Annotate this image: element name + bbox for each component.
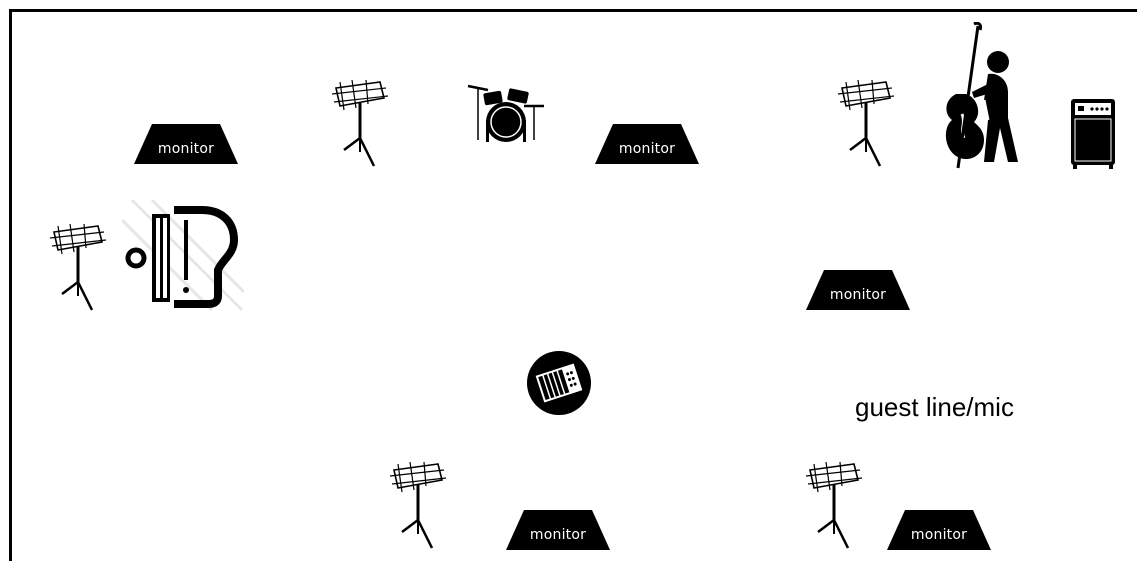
- monitor-wedge: monitor: [506, 510, 610, 550]
- grand-piano-icon: [122, 200, 244, 312]
- music-stand-icon: [388, 462, 448, 552]
- music-stand-icon: [330, 80, 390, 170]
- upright-bass-player-icon: [938, 22, 1030, 170]
- guitar-amp-icon: [1070, 98, 1116, 170]
- drum-kit-icon: [466, 80, 546, 144]
- monitor-wedge: monitor: [887, 510, 991, 550]
- monitor-wedge: monitor: [595, 124, 699, 164]
- monitor-label: monitor: [134, 141, 238, 157]
- monitor-label: monitor: [887, 527, 991, 543]
- accordion-icon: [526, 350, 592, 416]
- monitor-label: monitor: [595, 141, 699, 157]
- monitor-label: monitor: [506, 527, 610, 543]
- music-stand-icon: [804, 462, 864, 552]
- music-stand-icon: [48, 224, 108, 314]
- guest-line-mic-label: guest line/mic: [855, 392, 1014, 423]
- monitor-label: monitor: [806, 287, 910, 303]
- music-stand-icon: [836, 80, 896, 170]
- monitor-wedge: monitor: [806, 270, 910, 310]
- monitor-wedge: monitor: [134, 124, 238, 164]
